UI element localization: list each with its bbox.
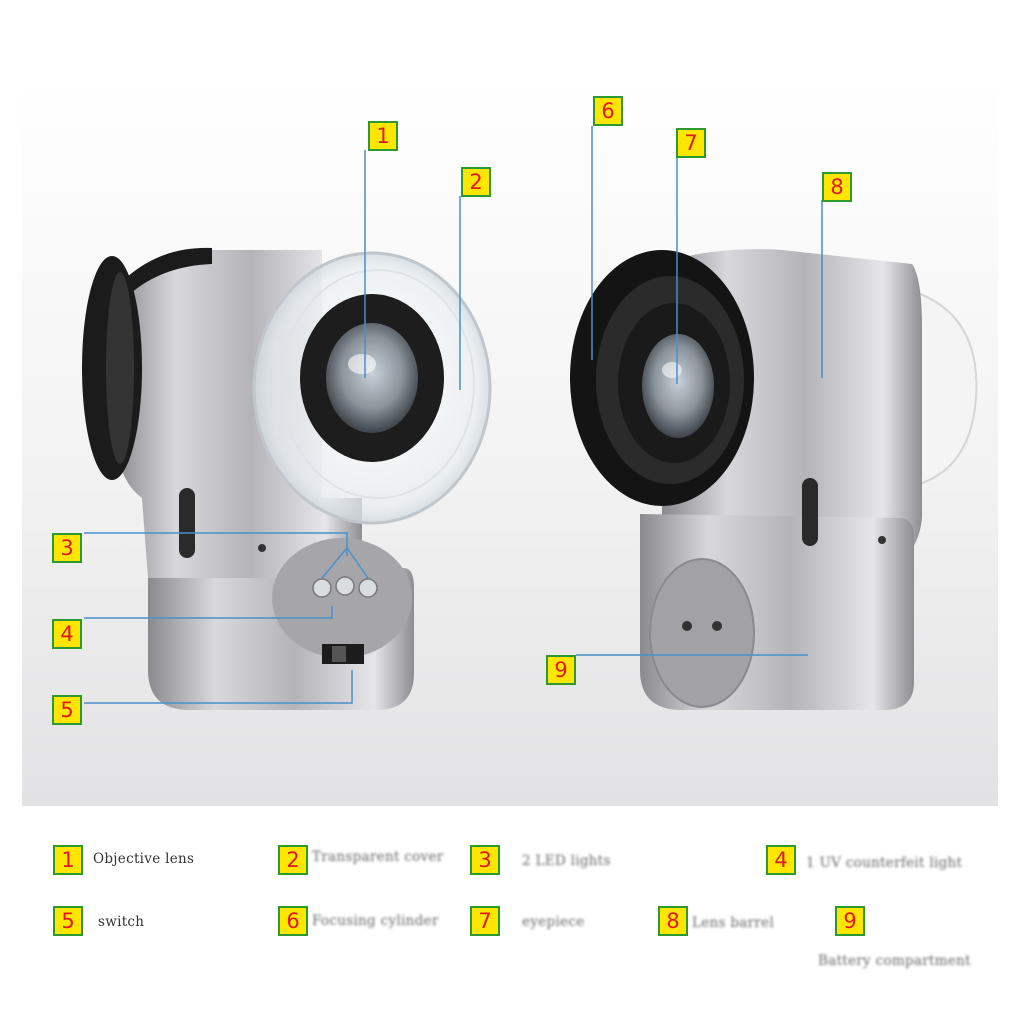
- callout-led-lights: 3: [52, 533, 82, 563]
- legend-label-5: switch: [98, 914, 145, 930]
- legend-label-2: Transparent cover: [312, 849, 444, 865]
- legend-num-8: 8: [658, 906, 688, 936]
- legend-label-7: eyepiece: [522, 914, 585, 930]
- left-microscope: [82, 247, 492, 710]
- legend-label-8: Lens barrel: [692, 915, 775, 931]
- legend-num-9: 9: [835, 906, 865, 936]
- legend-label-3: 2 LED lights: [522, 853, 611, 869]
- legend-label-4: 1 UV counterfeit light: [806, 855, 963, 871]
- callout-uv-light: 4: [52, 619, 82, 649]
- legend-num-5: 5: [53, 906, 83, 936]
- right-microscope: [570, 249, 978, 710]
- callout-eyepiece: 7: [676, 128, 706, 158]
- legend-label-9: Battery compartment: [818, 953, 971, 969]
- legend-num-6: 6: [278, 906, 308, 936]
- legend-num-4: 4: [766, 845, 796, 875]
- legend-num-3: 3: [470, 845, 500, 875]
- legend-num-2: 2: [278, 845, 308, 875]
- callout-transparent-cover: 2: [461, 167, 491, 197]
- legend-label-6: Focusing cylinder: [312, 913, 439, 929]
- callout-switch: 5: [52, 695, 82, 725]
- callout-objective-lens: 1: [368, 121, 398, 151]
- callout-lens-barrel: 8: [822, 172, 852, 202]
- legend-num-7: 7: [470, 906, 500, 936]
- legend-label-1: Objective lens: [93, 851, 195, 867]
- legend-num-1: 1: [53, 845, 83, 875]
- callout-battery-compartment: 9: [546, 655, 576, 685]
- leader-lines: [84, 126, 823, 704]
- callout-focusing-cylinder: 6: [593, 96, 623, 126]
